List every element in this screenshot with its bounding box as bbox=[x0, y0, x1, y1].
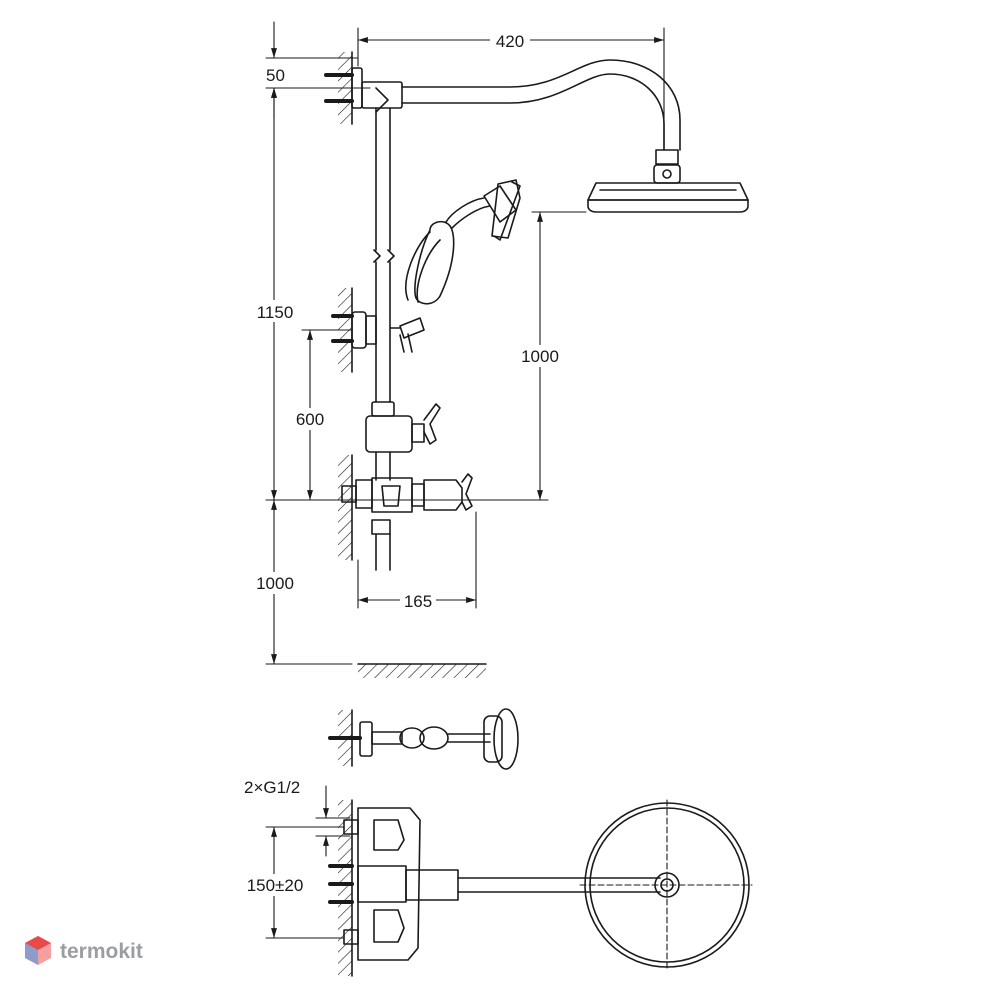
riser-rail bbox=[373, 107, 395, 403]
handset-holder bbox=[351, 311, 425, 349]
hand-shower bbox=[399, 179, 521, 353]
dim-holder-height: 600 bbox=[296, 410, 324, 429]
brand-name: termokit bbox=[60, 940, 143, 963]
dim-inlet-thread: 2×G1/2 bbox=[244, 778, 300, 797]
dim-mixer-projection: 165 bbox=[404, 592, 432, 611]
dim-head-offset: 50 bbox=[266, 66, 285, 85]
dim-floor-to-mixer: 1000 bbox=[256, 574, 294, 593]
dim-width-total: 420 bbox=[496, 32, 524, 51]
thermostatic-mixer bbox=[341, 473, 473, 571]
shower-arm bbox=[361, 59, 681, 184]
dim-head-to-mixer: 1000 bbox=[521, 347, 559, 366]
dim-rail-height: 1150 bbox=[257, 303, 294, 322]
plan-mixer-assembly bbox=[328, 799, 750, 977]
wall-screws-middle bbox=[331, 314, 354, 343]
dimension-labels: 420 50 1150 1000 600 1000 165 2×G1/2 150… bbox=[244, 30, 562, 896]
shower-head-rose bbox=[587, 182, 749, 213]
diverter-valve bbox=[365, 401, 441, 481]
brand-watermark: termokit bbox=[25, 936, 143, 965]
floor-hatching bbox=[357, 663, 487, 678]
plan-handset-holder bbox=[328, 708, 519, 770]
dim-inlet-spacing: 150±20 bbox=[247, 876, 304, 895]
wall-hatching-bottom bbox=[338, 454, 353, 561]
brand-logo-icon bbox=[25, 936, 51, 965]
